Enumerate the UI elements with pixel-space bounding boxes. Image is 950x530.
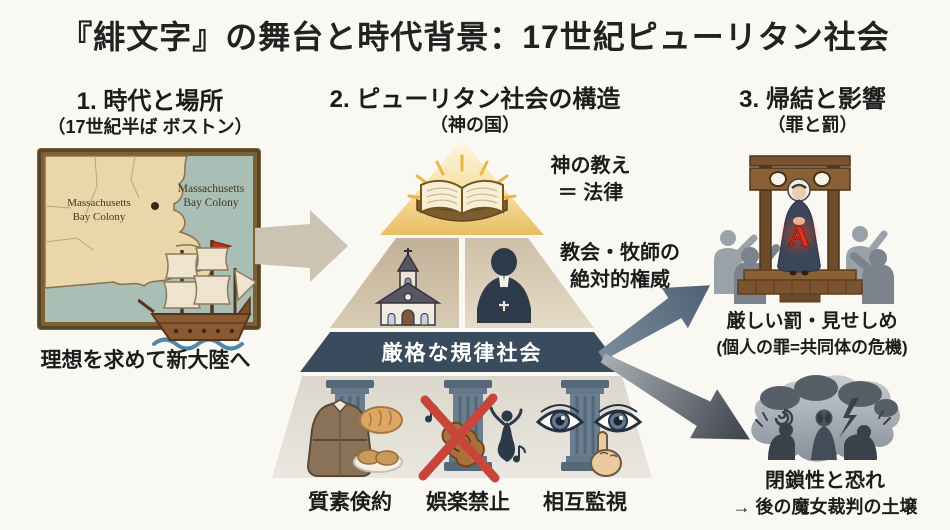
section-1-subheading: （17世紀半ば ボストン） xyxy=(47,117,253,137)
pillar-label-mutual-surveillance: 相互監視 xyxy=(543,491,627,514)
pyramid-middle-label: 教会・牧師の 絶対的権威 xyxy=(545,240,695,294)
sailing-ship-icon xyxy=(138,240,258,351)
discipline-band-label: 厳格な規律社会 xyxy=(381,342,543,365)
pyramid-top-label-line2: ＝ 法律 xyxy=(557,182,624,204)
coat-and-bread-icon xyxy=(306,399,403,477)
section-3-heading: 3. 帰結と影響 xyxy=(739,86,886,113)
arrow-right-icon xyxy=(255,210,348,282)
pyramid-top-label-line1: 神の教え xyxy=(550,155,631,177)
column-pillar-icon xyxy=(561,380,609,471)
section-2-header: 2. ピューリタン社会の構造 （神の国） xyxy=(310,86,640,136)
pyramid-middle-label-line2: 絶対的権威 xyxy=(570,269,670,291)
section-1-header: 1. 時代と場所 （17世紀半ば ボストン） xyxy=(25,88,275,138)
church-icon xyxy=(374,248,442,326)
fear-caption: 閉鎖性と恐れ → 後の魔女裁判の土壌 xyxy=(705,464,945,519)
section-1-heading: 1. 時代と場所 xyxy=(76,88,224,115)
discipline-band: 厳格な規律社会 xyxy=(300,332,624,372)
map-label-right-line2: Bay Colony xyxy=(183,197,239,209)
pyramid-middle-label-line1: 教会・牧師の xyxy=(560,242,680,264)
fear-storm-illustration xyxy=(751,375,901,462)
punishment-caption: 厳しい罰・見せしめ (個人の罪=共同体の危機) xyxy=(688,306,936,358)
map-label-right-line1: Massachusetts xyxy=(178,183,245,195)
boston-dot xyxy=(151,202,159,210)
distressed-figures xyxy=(768,409,877,460)
section-2-heading: 2. ピューリタン社会の構造 xyxy=(329,86,621,113)
page-title: 『緋文字』の舞台と時代背景：17世紀ピューリタン社会 xyxy=(60,19,890,55)
spiral-icon xyxy=(774,408,794,428)
watching-eyes-hand-icon xyxy=(535,404,643,477)
section-1-caption: 理想を求めて新大陸へ xyxy=(40,349,251,372)
pillory-scene-illustration: A xyxy=(714,155,894,304)
section-2-subheading: （神の国） xyxy=(430,115,520,135)
pastor-silhouette-icon xyxy=(477,248,531,323)
section-3-subheading: （罪と罰） xyxy=(767,115,858,135)
pillar-label-frugality: 質素倹約 xyxy=(308,491,392,514)
bible-light-icon xyxy=(407,154,517,222)
pillar-label-no-entertainment: 娯楽禁止 xyxy=(426,491,510,514)
lightning-icon xyxy=(839,398,859,438)
no-music-no-dance-icon xyxy=(418,393,526,483)
punishment-caption-line2: (個人の罪=共同体の危機) xyxy=(716,338,908,357)
map-label-left-line1: Massachusetts xyxy=(67,197,131,209)
section-3-header: 3. 帰結と影響 （罪と罰） xyxy=(700,86,925,136)
scarlet-letter-a: A xyxy=(788,220,810,253)
fear-caption-line1: 閉鎖性と恐れ xyxy=(765,470,885,492)
map-label-left-line2: Bay Colony xyxy=(73,211,126,223)
pyramid-top-label: 神の教え ＝ 法律 xyxy=(518,153,663,207)
fear-caption-line2: → 後の魔女裁判の土壌 xyxy=(732,497,918,517)
colonial-map-illustration: Massachusetts Bay Colony Massachusetts B… xyxy=(37,148,261,330)
punishment-caption-line1: 厳しい罰・見せしめ xyxy=(726,311,898,332)
